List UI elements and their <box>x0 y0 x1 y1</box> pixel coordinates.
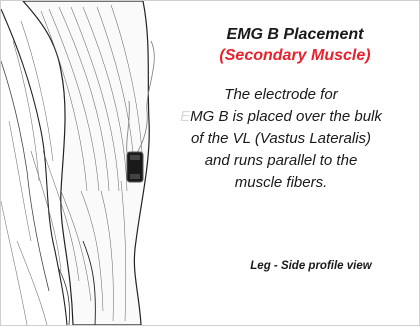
description-line-1: The electrode for <box>146 84 416 106</box>
placement-subtitle: (Secondary Muscle) <box>176 45 414 66</box>
description-line-2: EMG B is placed over the bulk <box>146 106 416 128</box>
emg-electrode-icon <box>124 149 146 185</box>
description-line-5: muscle fibers. <box>146 172 416 194</box>
placement-info-panel: EMG B Placement (Secondary Muscle) <box>176 7 414 66</box>
description-faded-letter: E <box>180 108 190 125</box>
placement-description: The electrode for EMG B is placed over t… <box>146 84 416 194</box>
description-line-3: of the VL (Vastus Lateralis) <box>146 128 416 150</box>
placement-title: EMG B Placement <box>176 25 414 45</box>
view-caption: Leg - Side profile view <box>206 260 416 272</box>
description-line-4: and runs parallel to the <box>146 150 416 172</box>
